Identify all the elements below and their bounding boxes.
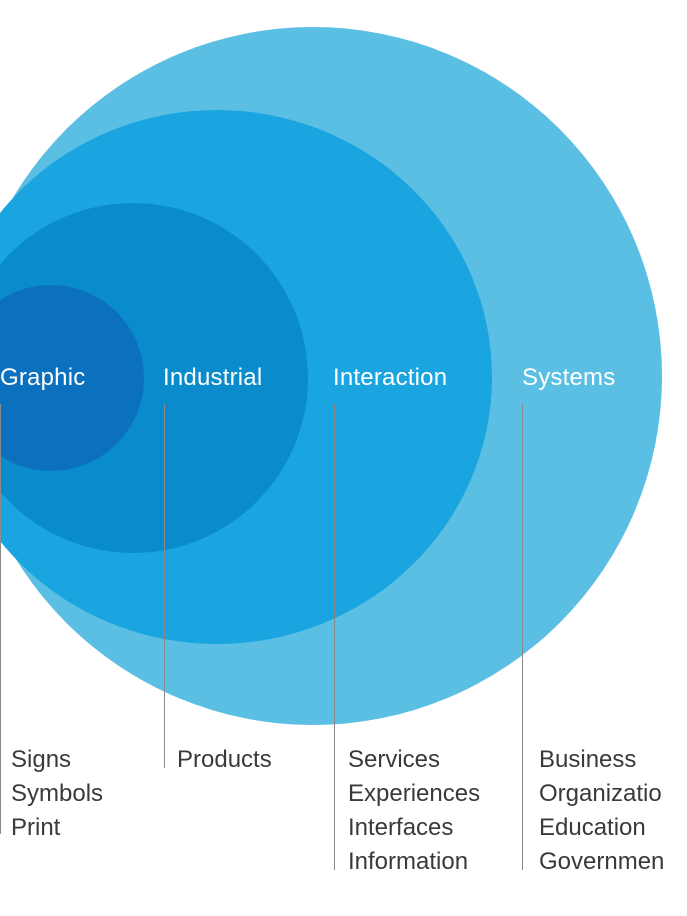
interaction-label: Interaction bbox=[333, 364, 448, 391]
list-item: Symbols bbox=[11, 780, 104, 807]
list-item: Services bbox=[348, 746, 441, 773]
graphic-circle bbox=[0, 285, 144, 471]
interaction-items-list: Services Experiences Interfaces Informat… bbox=[348, 743, 480, 879]
list-item: Information bbox=[348, 848, 469, 875]
industrial-label: Industrial bbox=[163, 364, 263, 391]
list-item: Products bbox=[177, 746, 272, 773]
list-item: Interfaces bbox=[348, 814, 454, 841]
graphic-items-list: Signs Symbols Print bbox=[11, 743, 103, 845]
list-item: Signs bbox=[11, 746, 72, 773]
industrial-leader-line bbox=[164, 404, 165, 768]
systems-leader-line bbox=[522, 404, 523, 870]
systems-label: Systems bbox=[522, 364, 616, 391]
systems-items-list: Business Organizatio Education Governmen bbox=[539, 743, 664, 879]
list-item: Experiences bbox=[348, 780, 481, 807]
list-item: Education bbox=[539, 814, 646, 841]
graphic-leader-line bbox=[0, 404, 1, 834]
industrial-items-list: Products bbox=[177, 743, 272, 777]
list-item: Governmen bbox=[539, 848, 665, 875]
graphic-label: Graphic bbox=[0, 364, 86, 391]
list-item: Print bbox=[11, 814, 61, 841]
interaction-leader-line bbox=[334, 404, 335, 870]
list-item: Organizatio bbox=[539, 780, 662, 807]
list-item: Business bbox=[539, 746, 637, 773]
